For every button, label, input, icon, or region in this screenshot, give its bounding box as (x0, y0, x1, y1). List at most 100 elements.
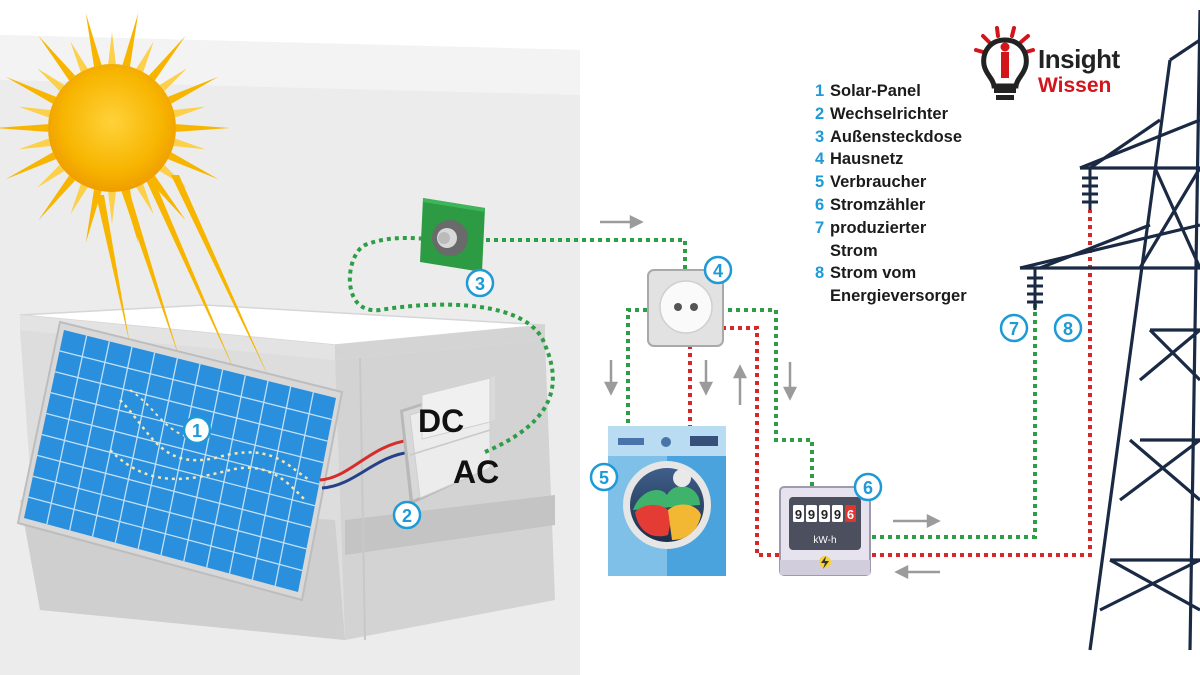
marker-5: 5 (589, 462, 619, 492)
sun-ray (173, 138, 206, 150)
dc-cables (319, 438, 413, 490)
panel-grid-line (91, 346, 133, 537)
meter-digit-box (819, 505, 830, 522)
lightning-icon (821, 556, 829, 569)
legend-number: 2 (815, 104, 825, 123)
legend-number: 8 (815, 264, 825, 283)
sun-icon (0, 12, 270, 380)
number-markers: 1 2 3 4 5 6 7 8 (182, 255, 1083, 530)
meter-digit-box (806, 505, 817, 522)
lightbulb-icon (974, 26, 1035, 100)
panel-grid-line (137, 358, 178, 549)
logo-text-wissen: Wissen (1038, 74, 1112, 97)
sun-ray (5, 152, 57, 180)
legend-label: Außensteckdose (830, 127, 963, 146)
legend-number: 3 (815, 127, 825, 146)
panel-grid-line (251, 386, 292, 580)
sun-ray (70, 41, 88, 73)
legend-item: 4 Hausnetz (815, 148, 1015, 171)
legend-number: 5 (815, 173, 825, 192)
sun-beam (146, 180, 235, 372)
meter-digit-box (832, 505, 843, 522)
meter-digit-box (845, 505, 856, 522)
sun-ray (167, 76, 219, 104)
insight-wissen-logo: Insight Wissen (970, 20, 1140, 110)
grid-power-path (688, 210, 1092, 557)
marker-6: 6 (853, 472, 883, 502)
legend-label: Strom vom Energieversorger (830, 264, 967, 306)
legend-label: Wechselrichter (830, 104, 948, 123)
sun-ray (148, 35, 186, 81)
sun-ray (36, 164, 65, 188)
sun-beam (171, 175, 270, 380)
sun-ray (173, 106, 206, 118)
legend-item: 2 Wechselrichter (815, 103, 1015, 126)
sun-ray (122, 12, 139, 67)
flow-arrows (600, 214, 941, 580)
sun-ray (85, 12, 102, 67)
legend-item: 3 Außensteckdose (815, 126, 1015, 149)
svg-text:8: 8 (1063, 319, 1073, 339)
panel-grid-line (37, 454, 311, 528)
meter-digit: 9 (808, 507, 815, 522)
sun-beam (121, 190, 180, 360)
pylon-insulators (1027, 168, 1098, 310)
meter-digit: 9 (821, 507, 828, 522)
meter-unit: kW-h (813, 535, 836, 546)
panel-grid-line (41, 433, 316, 507)
legend-item: 8 Strom vom Energieversorger (815, 262, 1015, 308)
inverter: DC AC (400, 376, 499, 505)
sun-ray (136, 183, 154, 215)
inverter-dc-label: DC (418, 403, 464, 439)
panel-grid-line (32, 475, 307, 550)
sun-ray (148, 175, 186, 221)
marker-3: 3 (465, 268, 495, 298)
solar-panel (16, 320, 344, 602)
sun-ray (108, 32, 116, 65)
marker-2: 2 (392, 500, 422, 530)
marker-4: 4 (703, 255, 733, 285)
legend-number: 4 (815, 150, 825, 169)
meter-digit: 9 (834, 507, 841, 522)
legend-label: Solar-Panel (830, 82, 921, 100)
meter-digit-box (793, 505, 804, 522)
legend-number: 7 (815, 218, 825, 237)
legend-label: Verbraucher (830, 173, 927, 192)
sun-ray (18, 138, 51, 150)
logo-text-insight: Insight (1038, 44, 1120, 74)
legend-item: 5 Verbraucher (815, 171, 1015, 194)
panel-grid-line (69, 341, 110, 531)
panel-grid-line (46, 335, 88, 525)
socket-icon (647, 269, 724, 347)
panel-grid-line (59, 350, 332, 421)
power-pylon-icon (1019, 9, 1200, 651)
panel-grid-line (183, 369, 224, 562)
sun-ray (108, 191, 116, 224)
legend-label: Stromzähler (830, 195, 926, 214)
panel-grid-line (160, 363, 201, 556)
panel-grid-line (274, 392, 314, 586)
panel-grid-line (54, 371, 328, 442)
legend-label: Hausnetz (830, 150, 904, 169)
panel-grid-line (114, 352, 156, 543)
svg-text:5: 5 (599, 468, 609, 488)
meter-digit: 9 (795, 507, 802, 522)
inverter-ac-label: AC (453, 454, 499, 490)
legend-label: produzierter Strom (830, 218, 927, 260)
marker-1: 1 (182, 415, 212, 445)
sun-ray (38, 35, 76, 81)
outdoor-socket (420, 198, 485, 272)
sun-beam (96, 195, 130, 345)
svg-text:3: 3 (475, 274, 485, 294)
marker-8: 8 (1053, 313, 1083, 343)
sun-ray (85, 189, 102, 244)
svg-text:7: 7 (1009, 319, 1019, 339)
svg-text:4: 4 (713, 261, 723, 281)
panel-grid-line (28, 496, 303, 572)
legend-item: 7 produzierter Strom (815, 217, 1015, 263)
